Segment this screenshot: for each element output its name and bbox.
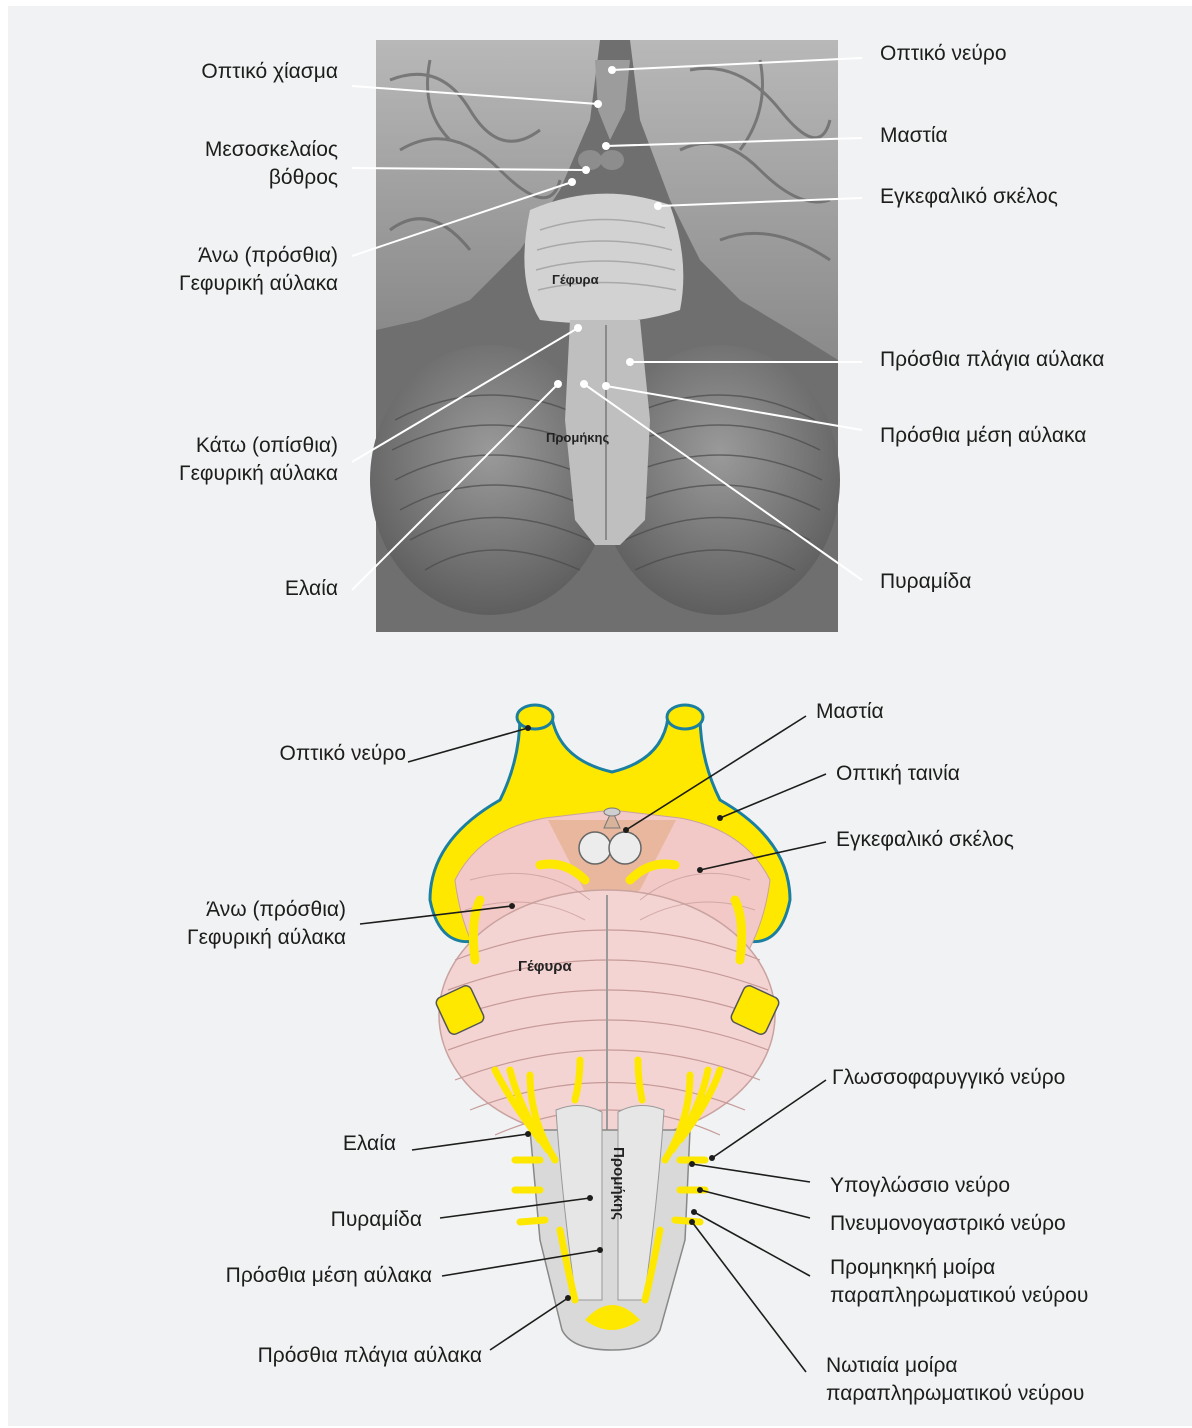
label-spinal-accessory-bottom: Νωτιαία μοίρα παραπληρωματικού νεύρου	[826, 1352, 1084, 1408]
label-anterior-median-fissure-bottom: Πρόσθια μέση αύλακα	[226, 1262, 432, 1290]
label-mammillary-bottom: Μαστία	[816, 698, 884, 726]
medulla-photo-label: Προμήκης	[546, 430, 609, 445]
pons-diagram-label: Γέφυρα	[518, 958, 572, 975]
medulla-diagram-label: Προμήκης	[610, 1147, 627, 1220]
label-optic-chiasm-top: Οπτικό χίασμα	[201, 58, 338, 86]
label-vagus-bottom: Πνευμονογαστρικό νεύρο	[830, 1210, 1066, 1238]
pons-photo-label: Γέφυρα	[552, 272, 599, 287]
label-mammillary-top: Μαστία	[880, 122, 948, 150]
label-anterolateral-sulcus-top: Πρόσθια πλάγια αύλακα	[880, 346, 1104, 374]
label-cerebral-peduncle-top: Εγκεφαλικό σκέλος	[880, 183, 1058, 211]
label-inferior-pontine-sulcus-top: Κάτω (οπίσθια) Γεφυρική αύλακα	[179, 432, 338, 488]
pons-photo	[524, 194, 683, 324]
label-glossopharyngeal-bottom: Γλωσσοφαρυγγικό νεύρο	[832, 1064, 1065, 1092]
label-pyramid-bottom: Πυραμίδα	[331, 1206, 422, 1234]
label-optic-nerve-bottom: Οπτικό νεύρο	[279, 740, 406, 768]
label-olive-bottom: Ελαία	[343, 1130, 396, 1158]
mammillary-body-left	[579, 832, 611, 864]
label-optic-tract-bottom: Οπτική ταινία	[836, 760, 960, 788]
label-interpeduncular-fossa-top: Μεσοσκελαίος βόθρος	[205, 136, 338, 192]
label-cerebral-peduncle-bottom: Εγκεφαλικό σκέλος	[836, 826, 1014, 854]
label-hypoglossal-bottom: Υπογλώσσιο νεύρο	[830, 1172, 1010, 1200]
mammillary-body-right	[609, 832, 641, 864]
label-pyramid-top: Πυραμίδα	[880, 568, 971, 596]
label-anterolateral-sulcus-bottom: Πρόσθια πλάγια αύλακα	[258, 1342, 482, 1370]
label-cranial-accessory-bottom: Προμηκηκή μοίρα παραπληρωματικού νεύρου	[830, 1254, 1088, 1310]
label-optic-nerve-top: Οπτικό νεύρο	[880, 40, 1007, 68]
label-olive-top: Ελαία	[285, 575, 338, 603]
label-superior-pontine-sulcus-bottom: Άνω (πρόσθια) Γεφυρική αύλακα	[187, 896, 346, 952]
label-anterior-median-fissure-top: Πρόσθια μέση αύλακα	[880, 422, 1086, 450]
label-superior-pontine-sulcus-top: Άνω (πρόσθια) Γεφυρική αύλακα	[179, 242, 338, 298]
